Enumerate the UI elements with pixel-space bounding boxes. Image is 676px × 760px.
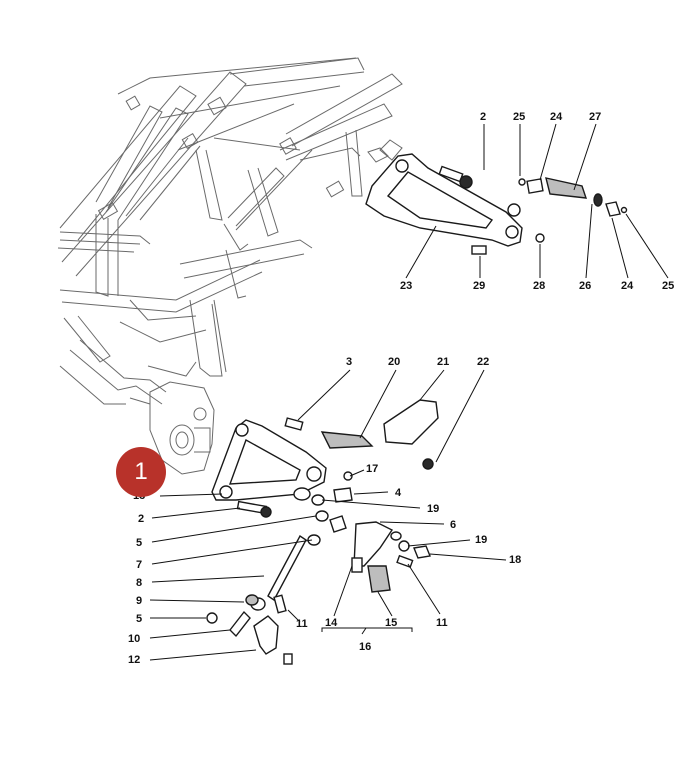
- heel-guard-21: [383, 399, 439, 445]
- shift-lever-12: [253, 615, 279, 655]
- callout-10-rod-end: 10: [128, 633, 140, 645]
- front-footpeg-bracket-group: [211, 399, 439, 518]
- leader-lines: [149, 123, 669, 661]
- rear-footpeg-27: [545, 177, 588, 199]
- callout-26-spring: 26: [579, 280, 591, 292]
- footpeg-20: [320, 431, 374, 449]
- pedal-rubber-15: [367, 565, 391, 593]
- callout-20-footpeg: 20: [388, 356, 400, 368]
- callout-21-heel-guard: 21: [437, 356, 449, 368]
- callout-6-bushing: 6: [450, 519, 456, 531]
- callout-15-rubber: 15: [385, 617, 397, 629]
- callout-19-washer-b: 19: [475, 534, 487, 546]
- callout-2-bolt-lower: 2: [138, 513, 144, 525]
- callout-17-clip: 17: [366, 463, 378, 475]
- callout-16-pedal-assy: 16: [359, 641, 371, 653]
- callout-24-bushing: 24: [550, 111, 563, 123]
- callout-5-nut: 5: [136, 537, 142, 549]
- callout-25-washer-b: 25: [662, 280, 674, 292]
- callout-3-bolt: 3: [346, 356, 352, 368]
- shift-rod-7: [329, 515, 347, 533]
- callout-9-nut: 9: [136, 595, 142, 607]
- callout-18-pivot: 18: [509, 554, 521, 566]
- rod-end-10: [229, 610, 251, 638]
- callout-4-spring: 4: [395, 487, 402, 499]
- callout-11-bolt: 11: [296, 618, 308, 630]
- callout-11-bolt-b: 11: [436, 617, 448, 629]
- spring-4: [333, 487, 353, 503]
- callout-14-pedal: 14: [325, 617, 338, 629]
- callout-28-clip: 28: [533, 280, 545, 292]
- callout-2-bolt: 2: [480, 111, 486, 123]
- callout-27-footpeg: 27: [589, 111, 601, 123]
- pin-29: [471, 245, 487, 255]
- callout-23-bracket: 23: [400, 280, 412, 292]
- gear-linkage-group: [206, 510, 431, 665]
- callout-7-rod-end: 7: [136, 559, 142, 571]
- callout-5-nut-b: 5: [136, 613, 142, 625]
- callout-22-screw: 22: [477, 356, 489, 368]
- bolt-3: [284, 417, 304, 431]
- callout-25-washer: 25: [513, 111, 525, 123]
- pivot-bolt-18: [413, 545, 431, 559]
- rear-footpeg-bracket-group: [365, 153, 628, 255]
- callout-29-pin: 29: [473, 280, 485, 292]
- figure-number-badge: 1: [116, 447, 166, 497]
- linkage-rod-8: [267, 534, 307, 602]
- callout-19-washer: 19: [427, 503, 439, 515]
- callout-12-lever: 12: [128, 654, 140, 666]
- motorcycle-frame-outline: [57, 57, 403, 475]
- callout-24-bushing-b: 24: [621, 280, 634, 292]
- callout-8-rod: 8: [136, 577, 142, 589]
